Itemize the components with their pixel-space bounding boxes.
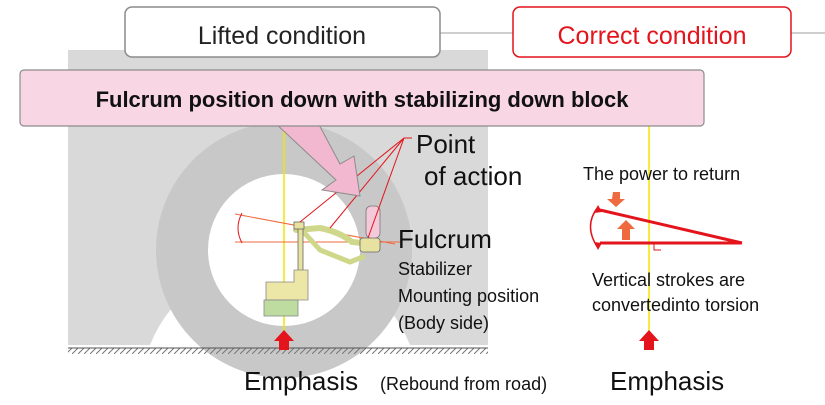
- point-of-action-line1: Point: [416, 129, 476, 159]
- mounting-line3: (Body side): [398, 313, 489, 333]
- lifted-condition-box: [124, 6, 441, 58]
- mount-block: [359, 237, 381, 253]
- stabilizer-bar: [293, 224, 375, 247]
- mounting-line2: Mounting position: [398, 286, 539, 306]
- angle-arc: [237, 212, 243, 244]
- emphasis-label-right: Emphasis: [610, 366, 724, 396]
- correct-condition-label: Correct condition: [558, 22, 747, 50]
- lifted-condition-label: Lifted condition: [198, 22, 366, 50]
- torsion-line2: convertedinto torsion: [592, 295, 759, 315]
- torsion-line1: Vertical strokes are: [592, 270, 745, 290]
- torsion-right-angle: [653, 243, 661, 251]
- point-of-action-line2: of action: [424, 161, 522, 191]
- correct-condition-box: [512, 6, 792, 58]
- emphasis-note-left: (Rebound from road): [380, 374, 547, 394]
- power-to-return-label: The power to return: [583, 164, 740, 184]
- banner-text: Fulcrum position down with stabilizing d…: [96, 87, 630, 112]
- fulcrum-label: Fulcrum: [398, 224, 492, 254]
- mounting-line1: Stabilizer: [398, 259, 472, 279]
- stabilizer-link-arm: [298, 226, 366, 265]
- torsion-arc-head-top: [594, 205, 602, 213]
- power-arrow-up: [617, 220, 635, 240]
- emphasis-label-left: Emphasis: [244, 366, 358, 396]
- leader-line-2: [329, 137, 405, 229]
- emphasis-arrow-left: [274, 330, 294, 350]
- down-block: [263, 299, 299, 317]
- power-arrow-down: [607, 192, 625, 207]
- torsion-arc-head-bottom: [594, 242, 602, 250]
- ground-hatch: [68, 348, 488, 354]
- link-joint: [293, 221, 305, 230]
- leader-line-3: [367, 137, 405, 239]
- torsion-line-upper: [599, 208, 743, 245]
- banner-box: [19, 69, 705, 127]
- stabilizer-link: [297, 227, 304, 277]
- emphasis-arrow-right: [639, 330, 659, 350]
- torsion-arc: [589, 206, 599, 249]
